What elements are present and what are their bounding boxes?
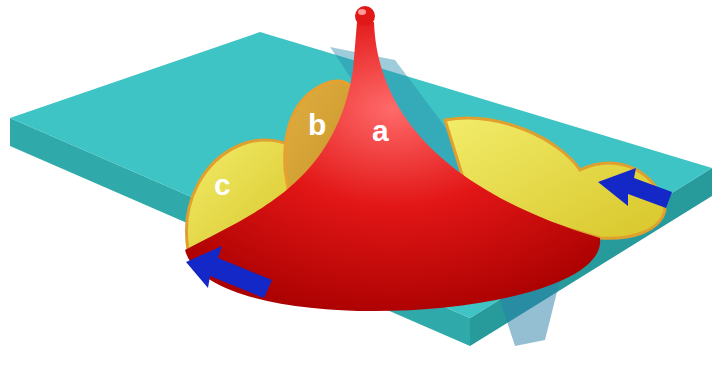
tip-highlight [358,9,366,15]
layer-a [185,22,600,311]
part-label: c [214,170,231,200]
part-label: a [372,116,389,146]
part-label: b [308,110,326,140]
force-arrow [598,168,672,208]
force-arrow [186,246,272,298]
tip [355,6,375,26]
